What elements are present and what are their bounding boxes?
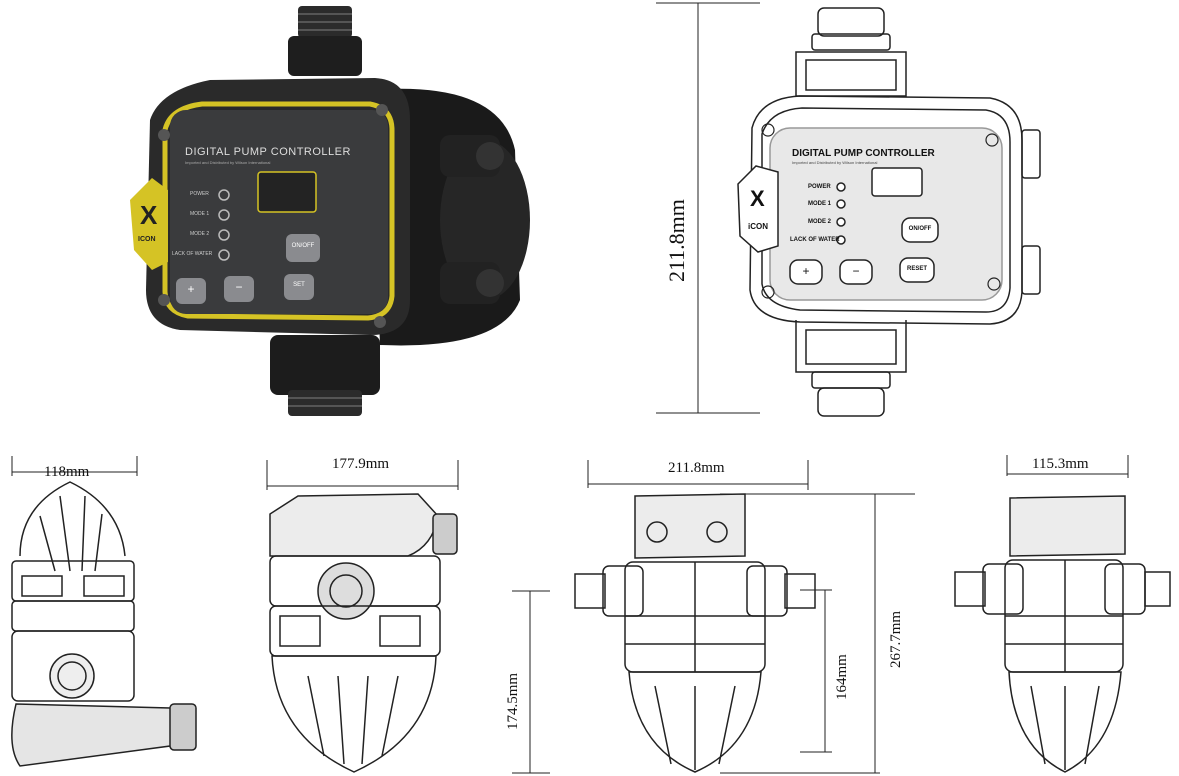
dim-side2-width: 177.9mm	[332, 456, 390, 472]
pump-controller-photo: DIGITAL PUMP CONTROLLER Imported and Dis…	[120, 0, 560, 430]
front-view-drawing	[574, 493, 816, 773]
photo-set-button: SET	[293, 282, 305, 288]
pump-drawing-graphic	[737, 7, 1041, 417]
photo-minus-button: −	[235, 280, 243, 294]
drawing-led-label-mode1: MODE 1	[808, 201, 832, 207]
photo-led-label-power: POWER	[190, 191, 209, 197]
photo-led-label-lack-of-water: LACK OF WATER	[172, 251, 213, 257]
photo-panel-subtitle: Imported and Distributed by Wilson Inter…	[185, 160, 271, 165]
photo-onoff-button: ON/OFF	[291, 243, 315, 249]
photo-led-label-mode1: MODE 1	[190, 211, 210, 217]
drawing-led-label-mode2: MODE 2	[808, 219, 832, 225]
dim-front-width: 211.8mm	[668, 460, 725, 476]
drawing-panel-subtitle: Imported and Distributed by Wilson Inter…	[792, 160, 878, 165]
drawing-panel-title: DIGITAL PUMP CONTROLLER	[792, 148, 935, 159]
dim-side2-inlet-height: 174.5mm	[505, 672, 521, 730]
pump-photo-graphic	[130, 6, 530, 416]
dim-side-width: 118mm	[44, 464, 90, 480]
dim-front-height: 211.8mm	[664, 199, 689, 282]
dim-front-inlet-height: 164mm	[834, 654, 850, 700]
drawing-reset-button: RESET	[906, 266, 927, 272]
photo-plus-button: +	[187, 282, 195, 296]
drawing-onoff-button: ON/OFF	[908, 226, 932, 232]
photo-badge-letter: X	[140, 200, 158, 230]
side-view-drawing	[11, 481, 197, 767]
side2-view-drawing	[269, 493, 458, 773]
photo-led-label-mode2: MODE 2	[190, 231, 210, 237]
dim-front-total-height: 267.7mm	[888, 610, 904, 668]
drawing-badge-letter: X	[750, 186, 765, 211]
drawing-led-label-lack-of-water: LACK OF WATER	[790, 237, 840, 243]
drawing-plus-button: +	[802, 264, 810, 278]
dim-back-width: 115.3mm	[1032, 456, 1089, 472]
drawing-brand-logo: iCON	[748, 222, 768, 231]
pump-controller-drawing: DIGITAL PUMP CONTROLLER Imported and Dis…	[700, 0, 1041, 430]
photo-brand-logo: ICON	[138, 236, 156, 243]
drawing-minus-button: −	[852, 264, 860, 278]
drawing-led-label-power: POWER	[808, 184, 831, 190]
back-view-drawing	[954, 495, 1171, 773]
photo-panel-title: DIGITAL PUMP CONTROLLER	[185, 146, 351, 158]
